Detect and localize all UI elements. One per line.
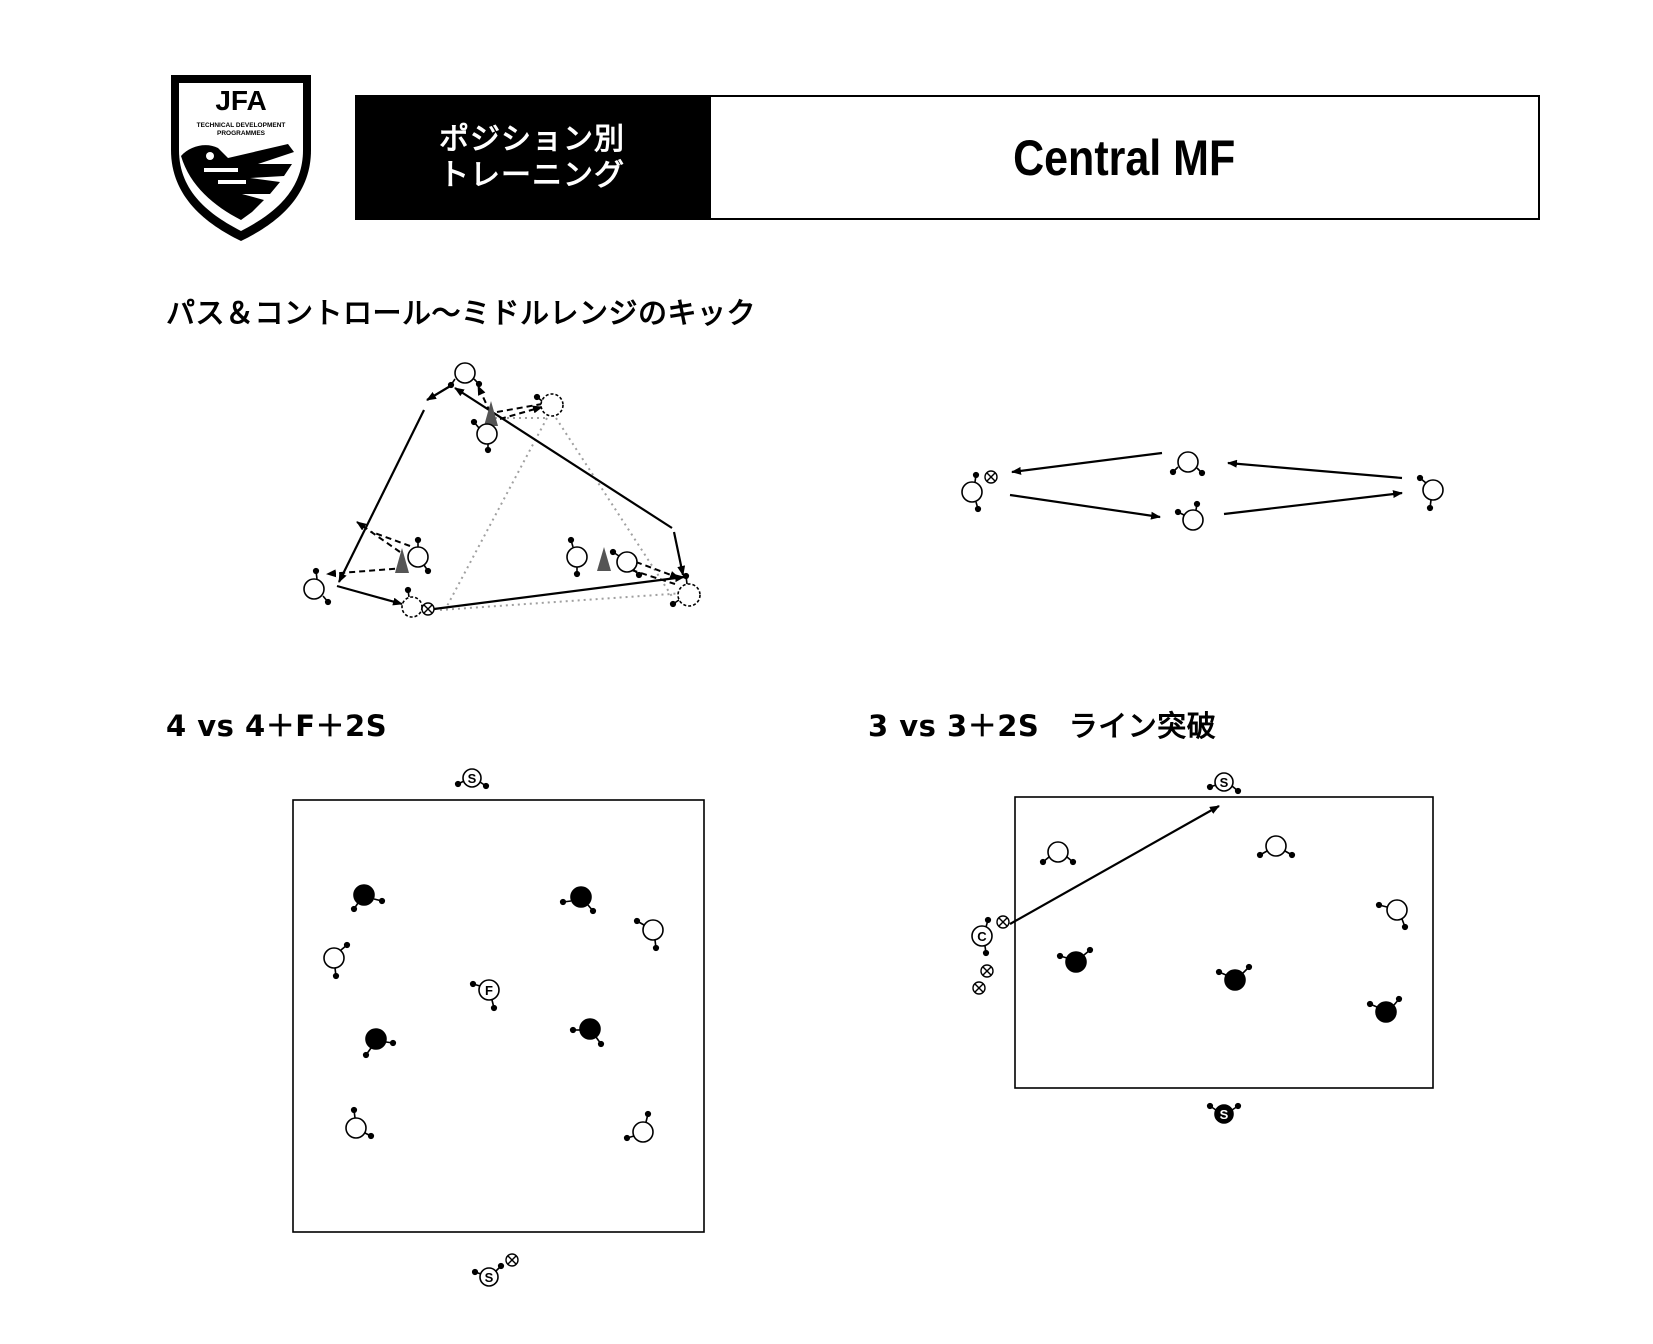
player [961,471,983,513]
player-black [559,886,597,915]
player [470,418,498,454]
team-white [323,917,664,1143]
player-white [623,1110,654,1143]
pass-arrows [336,384,686,611]
player-white [323,941,351,980]
cone [395,548,409,573]
drill1-diagram-right [961,451,1444,531]
drill2-title: 4 vs 4＋F＋2S [166,709,388,743]
support-player [454,768,490,790]
player [1416,474,1444,512]
player [566,536,588,578]
category-line1: ポジション別 [439,121,625,157]
player-black [362,1028,397,1059]
drill3-title: 3 vs 3＋2S ライン突破 [868,709,1217,743]
free-player [469,979,500,1012]
pitch-area [292,799,705,1233]
drill1-diagram [303,362,701,618]
player [447,362,483,389]
team-black [350,884,605,1059]
players [303,362,701,618]
svg-text:PROGRAMMES: PROGRAMMES [217,130,266,137]
run-arrows [326,385,680,585]
position-title: Central MF [1013,129,1236,186]
player-ghost [401,586,423,618]
player-white [633,917,664,952]
player [303,567,332,606]
player-ghost [533,393,564,417]
player [1174,500,1204,531]
jfa-logo: JFA TECHNICAL DEVELOPMENT PROGRAMMES [171,75,311,241]
category-line2: トレーニング [439,157,625,193]
ball-icon [996,915,1010,929]
support-label: S [1220,1107,1229,1122]
position-title-box: Central MF [709,95,1540,220]
player [1169,451,1206,477]
ball-icon [505,1253,519,1267]
player-ghost [669,572,701,608]
category-label: ポジション別 トレーニング [355,95,709,220]
movement-paths [439,417,686,611]
support-label: S [485,1270,494,1285]
drill2-diagram: S S F [292,768,705,1287]
ball-icon [980,964,994,978]
cone [597,547,611,571]
player-white [1256,835,1296,859]
ball-icon [421,602,435,616]
player-black [1056,946,1094,973]
support-player [1206,772,1242,795]
ball-icon [972,981,986,995]
support-label: S [468,771,477,786]
team-white [1039,835,1409,931]
player-black [1366,995,1403,1023]
player-white [1039,841,1077,866]
player-black [569,1018,605,1048]
svg-text:TECHNICAL DEVELOPMENT: TECHNICAL DEVELOPMENT [197,122,286,129]
drill3-diagram: S S C [971,772,1434,1124]
player-white [1375,899,1409,931]
ball-icon [984,470,998,484]
cones [395,401,611,573]
svg-text:JFA: JFA [215,85,266,116]
team-black [1056,946,1403,1023]
player [609,548,643,579]
player [407,536,432,575]
coach-player [971,916,993,957]
support-player [1206,1102,1242,1124]
support-label: S [1220,775,1229,790]
coach-label: C [977,929,987,944]
cone [484,401,498,426]
player-black [350,884,386,913]
support-player [471,1262,505,1287]
player-black [1215,963,1253,991]
pitch-area [1014,796,1434,1089]
free-label: F [485,983,493,998]
player-white [345,1106,375,1140]
pass-arrow [1009,805,1220,925]
drill1-title: パス＆コントロール〜ミドルレンジのキック [166,296,757,330]
